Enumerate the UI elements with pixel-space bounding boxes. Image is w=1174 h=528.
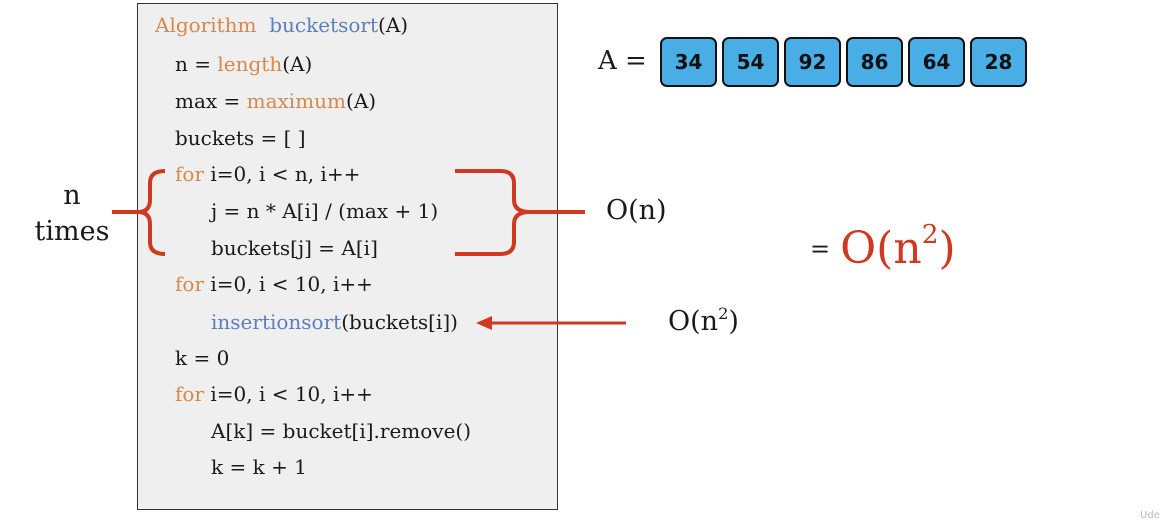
- array-cell: 92: [784, 37, 841, 87]
- code-line-bucket-assign: buckets[j] = A[i]: [211, 236, 378, 260]
- code-line-k-init: k = 0: [175, 346, 230, 370]
- code-line-algorithm: Algorithm bucketsort(A): [155, 13, 408, 37]
- code-text: i=0, i < 10, i++: [204, 272, 373, 296]
- code-text: i=0, i < 10, i++: [204, 382, 373, 406]
- code-line-length: n = length(A): [175, 52, 312, 76]
- array-cell: 64: [908, 37, 965, 87]
- array-label: A =: [598, 46, 647, 76]
- array-cell: 34: [660, 37, 717, 87]
- code-text: max =: [175, 89, 247, 113]
- function-bucketsort: bucketsort: [269, 13, 379, 37]
- n-times-line-1: n: [63, 180, 81, 211]
- keyword-for: for: [175, 272, 205, 296]
- function-insertionsort: insertionsort: [211, 310, 342, 334]
- array-cell: 86: [846, 37, 903, 87]
- complexity-text: ): [728, 306, 739, 337]
- code-line-j-assign: j = n * A[i] / (max + 1): [211, 199, 439, 223]
- complexity-text: ): [938, 223, 956, 274]
- keyword-for: for: [175, 162, 205, 186]
- array-cell: 28: [970, 37, 1027, 87]
- keyword-algorithm: Algorithm: [155, 13, 257, 37]
- code-line-buckets: buckets = [ ]: [175, 126, 306, 150]
- total-complexity-value: O(n2): [840, 219, 956, 274]
- function-length: length: [217, 52, 283, 76]
- code-line-insertionsort: insertionsort(buckets[i]): [211, 310, 458, 334]
- complexity-o-n: O(n): [606, 195, 667, 226]
- code-text: (buckets[i]): [341, 310, 458, 334]
- keyword-for: for: [175, 382, 205, 406]
- code-line-for-2: for i=0, i < 10, i++: [175, 272, 373, 296]
- complexity-exponent: 2: [921, 219, 939, 251]
- code-text: n =: [175, 52, 218, 76]
- pseudocode-box: [137, 3, 558, 510]
- code-line-k-increment: k = k + 1: [211, 455, 307, 479]
- equals-sign: =: [810, 235, 831, 263]
- array-cell: 54: [722, 37, 779, 87]
- function-maximum: maximum: [246, 89, 347, 113]
- complexity-exponent: 2: [718, 303, 729, 323]
- n-times-label: n times: [32, 178, 112, 250]
- total-complexity: = O(n2): [810, 219, 956, 274]
- n-times-line-2: times: [34, 216, 110, 247]
- code-text: (A): [346, 89, 377, 113]
- code-text: (A): [282, 52, 313, 76]
- watermark-logo: Ude: [1140, 510, 1160, 521]
- code-text: (A): [378, 13, 409, 37]
- code-text: i=0, i < n, i++: [204, 162, 361, 186]
- code-line-remove: A[k] = bucket[i].remove(): [211, 419, 472, 443]
- complexity-text: O(n: [668, 306, 719, 337]
- code-line-for-1: for i=0, i < n, i++: [175, 162, 360, 186]
- complexity-o-n-squared: O(n2): [668, 303, 739, 337]
- complexity-text: O(n: [840, 223, 922, 274]
- code-line-for-3: for i=0, i < 10, i++: [175, 382, 373, 406]
- code-line-maximum: max = maximum(A): [175, 89, 376, 113]
